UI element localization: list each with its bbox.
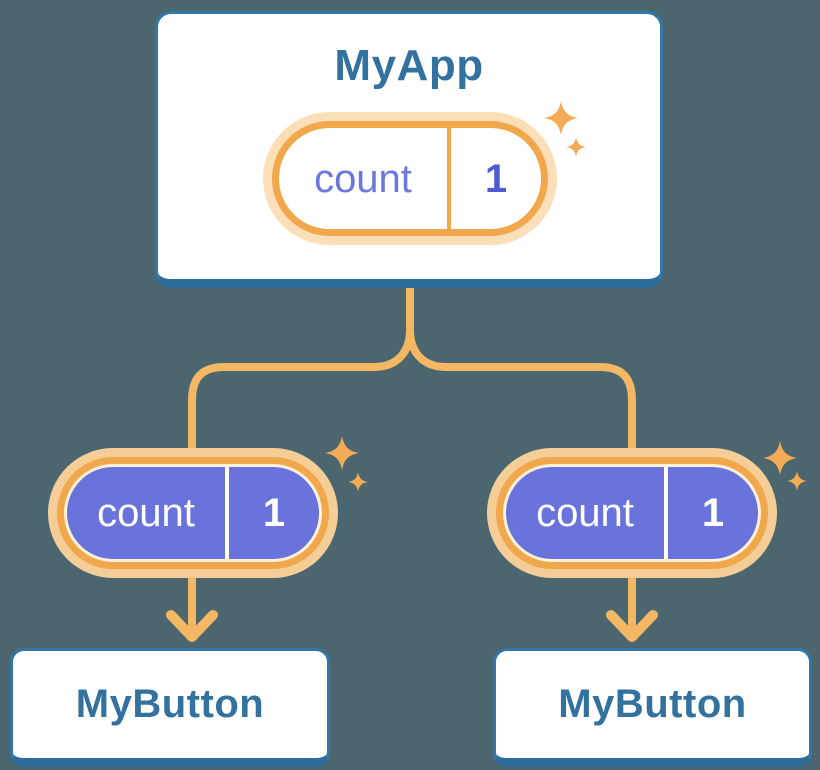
component-card-mybutton-right: MyButton: [493, 648, 812, 767]
component-card-mybutton-left: MyButton: [10, 648, 330, 767]
sparkle-small-icon: [787, 471, 807, 491]
sparkle-big-icon: [325, 436, 359, 470]
pill-divider: [447, 128, 451, 229]
prop-name-label: count: [536, 491, 634, 535]
sparkle-big-icon: [763, 441, 797, 475]
branch-line-right: [406, 283, 636, 637]
prop-pill-core: count 1: [506, 467, 758, 559]
sparkle-small-icon: [348, 472, 368, 492]
prop-pill-ring: count 1: [496, 457, 768, 569]
sparkle-icon: [763, 441, 807, 491]
state-name-label: count: [314, 156, 412, 201]
prop-value-label: 1: [262, 491, 286, 535]
prop-pill-left: count 1: [48, 448, 338, 578]
component-title-myapp: MyApp: [334, 41, 484, 90]
state-pill-myapp: count 1: [263, 112, 557, 245]
prop-name-label: count: [97, 491, 195, 535]
component-title-mybutton: MyButton: [75, 682, 265, 726]
state-pill-ring: count 1: [272, 121, 548, 236]
arrow-head-left-icon: [166, 610, 218, 642]
prop-pill-ring: count 1: [57, 457, 329, 569]
prop-pill-right: count 1: [487, 448, 777, 578]
pill-divider: [664, 467, 668, 559]
pill-divider: [225, 467, 229, 559]
component-title-mybutton: MyButton: [558, 682, 747, 726]
arrow-head-right-icon: [606, 610, 658, 642]
sparkle-icon: [325, 436, 368, 492]
prop-pill-core: count 1: [67, 467, 319, 559]
prop-value-label: 1: [701, 491, 725, 535]
sparkle-big-icon: [544, 101, 578, 135]
state-value-label: 1: [484, 156, 508, 201]
sparkle-small-icon: [566, 137, 586, 157]
sparkle-icon: [544, 101, 586, 157]
